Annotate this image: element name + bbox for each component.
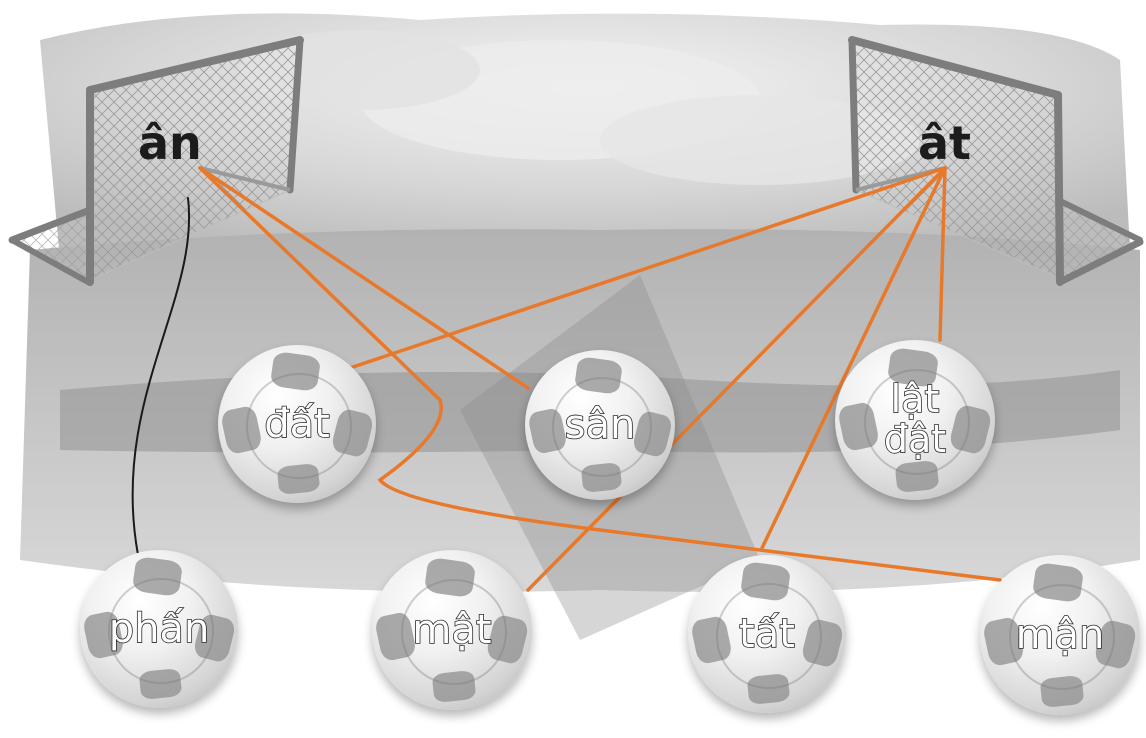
- ball-latdat[interactable]: lật đật: [835, 340, 995, 500]
- connection-at-tat: [760, 166, 947, 550]
- ball-word: mật: [412, 607, 493, 653]
- connection-lines: [131, 166, 1002, 592]
- ball-word: mận: [1015, 612, 1105, 658]
- connection-an-san: [198, 166, 530, 390]
- ball-san[interactable]: sân: [525, 350, 675, 500]
- left-goal: [8, 36, 304, 286]
- ball-mat[interactable]: mật: [372, 550, 532, 710]
- connection-an-phan: [131, 197, 191, 556]
- cloud: [600, 95, 920, 185]
- ball-word: lật đật: [883, 377, 947, 461]
- goal-label-an: ân: [138, 116, 202, 170]
- ball-word: tất: [738, 611, 795, 657]
- ball-word: phấn: [108, 606, 210, 652]
- connection-at-mat: [526, 166, 947, 592]
- ball-dat[interactable]: đất: [218, 345, 376, 503]
- connection-an-man: [198, 166, 1002, 582]
- ball-tat[interactable]: tất: [688, 555, 846, 713]
- ball-phan[interactable]: phấn: [80, 550, 238, 708]
- ball-word: sân: [564, 402, 636, 448]
- ball-man[interactable]: mận: [980, 555, 1140, 715]
- ball-word: đất: [263, 401, 330, 447]
- goal-label-at: ât: [918, 116, 972, 170]
- connection-at-dat: [348, 166, 947, 370]
- connection-at-latdat: [938, 166, 947, 342]
